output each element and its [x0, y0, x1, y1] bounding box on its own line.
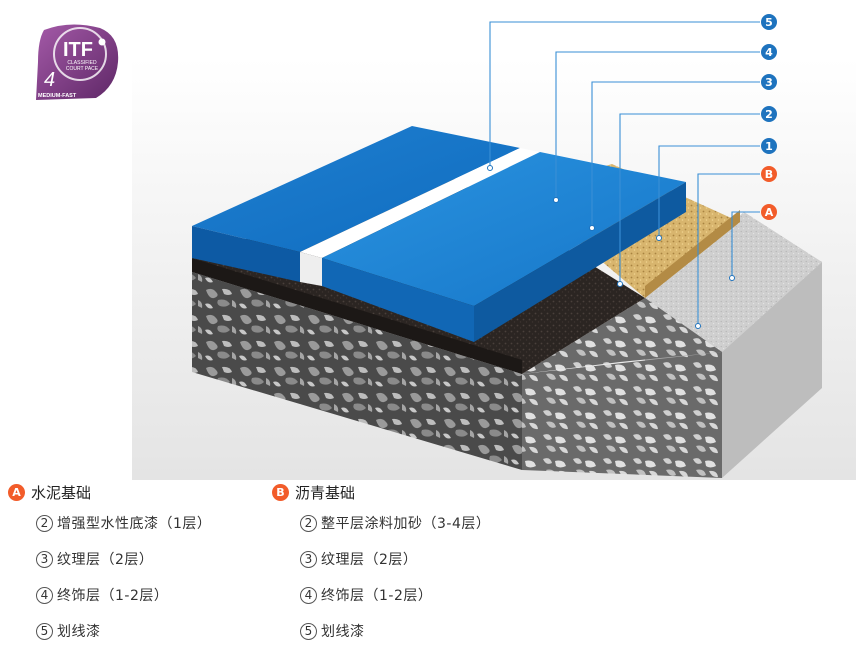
callout-a-circle	[761, 204, 777, 220]
legend-b-item-number: 4	[300, 586, 317, 604]
legend-b-item: 2 整平层涂料加砂（3-4层）	[300, 511, 490, 535]
legend-a-item-number: 5	[36, 622, 53, 640]
legend-a-item: 4 终饰层（1-2层）	[36, 583, 211, 607]
legend-a-item-number: 4	[36, 586, 53, 604]
badge-pace: MEDIUM-FAST	[38, 93, 77, 99]
court-layers-diagram: 5 4 3 2 1 B A	[132, 14, 856, 480]
callout-3: 3	[761, 74, 777, 90]
badge-dot-icon	[98, 38, 106, 46]
callout-4-circle	[761, 44, 777, 60]
legend-a-item: 2 增强型水性底漆（1层）	[36, 511, 211, 535]
asphalt-layer-front	[192, 258, 522, 374]
rock-base-front-left	[192, 272, 522, 470]
legend-b-item-number: 5	[300, 622, 317, 640]
callout-2-label: 2	[765, 108, 773, 121]
badge-number: 4	[44, 69, 55, 91]
badge-line2: COURT PACE	[66, 66, 99, 72]
legend-b-marker: B	[272, 483, 289, 501]
callout-5-label: 5	[765, 16, 773, 29]
legend-b-item-number: 2	[300, 514, 317, 532]
legend-a-item: 3 纹理层（2层）	[36, 547, 211, 571]
legend-cement-base: A 水泥基础 2 增强型水性底漆（1层） 3 纹理层（2层） 4 终饰层（1-2…	[8, 481, 211, 655]
legend-b-item: 3 纹理层（2层）	[300, 547, 490, 571]
callout-3-label: 3	[765, 76, 773, 89]
legend-a-marker: A	[8, 483, 25, 501]
legend-b-item-number: 3	[300, 550, 317, 568]
legend-asphalt-base: B 沥青基础 2 整平层涂料加砂（3-4层） 3 纹理层（2层） 4 终饰层（1…	[272, 481, 490, 655]
line-paint-top	[300, 148, 540, 258]
legend-a-item-number: 3	[36, 550, 53, 568]
legend-b-item-text: 划线漆	[321, 624, 365, 640]
callout-dots	[487, 165, 735, 329]
badge-brand: ITF	[63, 39, 93, 61]
legend-b-title: 沥青基础	[295, 483, 356, 502]
legend-b-item-text: 终饰层（1-2层）	[321, 588, 433, 604]
legend-b-item: 5 划线漆	[300, 619, 490, 643]
callout-a: A	[761, 204, 777, 220]
callout-b-circle	[761, 166, 777, 182]
callout-2: 2	[761, 106, 777, 122]
rock-base-top	[522, 298, 722, 374]
legend-a-item-number: 2	[36, 514, 53, 532]
callout-5-circle	[761, 14, 777, 30]
concrete-base-top	[645, 212, 822, 352]
callout-1-circle	[761, 138, 777, 154]
badge-line1: CLASSIFIED	[67, 60, 97, 66]
line-paint-front	[300, 252, 322, 286]
legend-a-item-text: 终饰层（1-2层）	[57, 588, 169, 604]
callout-3-circle	[761, 74, 777, 90]
callout-1: 1	[761, 138, 777, 154]
itf-badge: ITF CLASSIFIED COURT PACE 4 MEDIUM-FAST	[36, 24, 119, 101]
blue-surface-right-side	[474, 182, 686, 342]
callout-b-label: B	[765, 168, 773, 181]
legend-a-header: A 水泥基础	[8, 481, 211, 503]
blue-surface-right-top	[322, 152, 686, 306]
blue-surface-left-front	[192, 226, 300, 282]
legend-a-item-text: 纹理层（2层）	[57, 552, 154, 568]
callout-2-circle	[761, 106, 777, 122]
callout-5: 5	[761, 14, 777, 30]
sand-layer-front	[645, 210, 740, 298]
callout-4-label: 4	[765, 46, 773, 59]
legend-b-header: B 沥青基础	[272, 481, 490, 503]
callout-4: 4	[761, 44, 777, 60]
callout-1-label: 1	[765, 140, 773, 153]
legend-b-item-text: 整平层涂料加砂（3-4层）	[321, 516, 491, 532]
legend-b-item: 4 终饰层（1-2层）	[300, 583, 490, 607]
legend-b-item-text: 纹理层（2层）	[321, 552, 418, 568]
legend-a-item: 5 划线漆	[36, 619, 211, 643]
callout-leaders	[489, 21, 760, 326]
callout-b: B	[761, 166, 777, 182]
legend-a-title: 水泥基础	[31, 483, 92, 502]
legend-a-item-text: 增强型水性底漆（1层）	[57, 516, 212, 532]
blue-surface-left-top	[192, 126, 520, 252]
rock-base-front-right	[522, 352, 722, 478]
legend-a-item-text: 划线漆	[57, 624, 101, 640]
concrete-base-side	[722, 262, 822, 478]
blue-surface-right-front	[322, 258, 474, 342]
callout-a-label: A	[765, 206, 774, 219]
